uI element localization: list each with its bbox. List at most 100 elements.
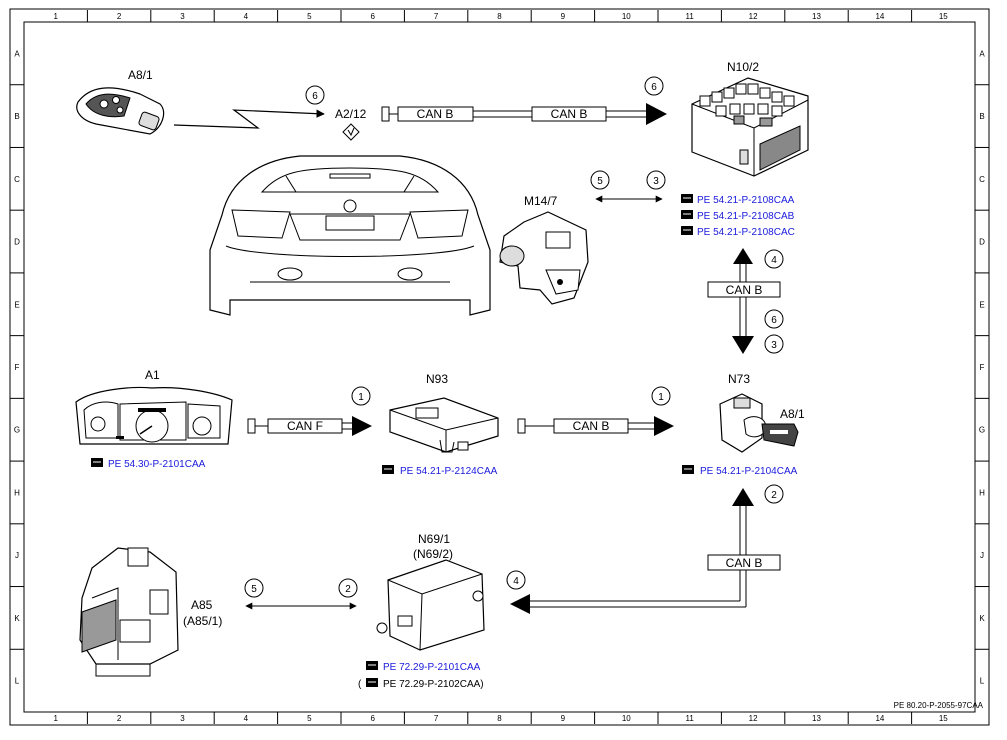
- grid-row-label: L: [980, 677, 985, 686]
- step-circle-motor-right: 3: [646, 170, 666, 190]
- can-f-bus: [247, 416, 372, 436]
- ref-icon-n10-3: [681, 226, 693, 235]
- grid-column-label: 8: [497, 12, 502, 21]
- inner-frame: [23, 21, 976, 713]
- grid-row-label: F: [15, 363, 20, 372]
- ref-link-a1[interactable]: PE 54.30-P-2101CAA: [108, 459, 206, 470]
- grid-column-label: 5: [307, 12, 312, 21]
- grid-column-label: 12: [749, 12, 758, 21]
- ref-link-n93[interactable]: PE 54.21-P-2124CAA: [400, 466, 498, 477]
- grid-row-label: G: [979, 426, 985, 435]
- lock-unit-label: A85: [191, 598, 213, 612]
- svg-text:3: 3: [653, 176, 659, 187]
- grid-column-label: 4: [244, 714, 249, 723]
- antenna-label: A2/12: [335, 107, 367, 121]
- grid-row-label: E: [979, 300, 984, 309]
- ref-icon-n69-2: [366, 678, 378, 687]
- n10-module-illustration: [691, 77, 809, 177]
- ref-link-n69-2[interactable]: PE 72.29-P-2102CAA): [383, 679, 484, 690]
- grid-column-label: 6: [370, 714, 375, 723]
- step-circle-motor-left: 5: [590, 170, 610, 190]
- step-circle-vert-lower: 3: [764, 334, 784, 354]
- grid-column-label: 15: [939, 12, 948, 21]
- grid-row-label: H: [979, 488, 985, 497]
- svg-text:2: 2: [345, 584, 351, 595]
- svg-text:1: 1: [658, 392, 664, 403]
- grid-column-label: 7: [434, 12, 439, 21]
- motor-label: M14/7: [524, 194, 558, 208]
- bottom-right-can-label: CAN B: [726, 556, 763, 570]
- antenna-symbol-icon: [342, 123, 360, 141]
- grid-column-label: 1: [53, 714, 58, 723]
- grid-column-label: 3: [180, 714, 185, 723]
- ref-icon-n93: [382, 465, 394, 474]
- ref-link-n73[interactable]: PE 54.21-P-2104CAA: [700, 466, 798, 477]
- top-can-label-left: CAN B: [417, 107, 454, 121]
- grid-column-label: 12: [749, 714, 758, 723]
- n69-alt-label: (N69/2): [413, 547, 453, 561]
- grid-column-label: 5: [307, 714, 312, 723]
- grid-row-label: B: [979, 112, 984, 121]
- ref-icon-n73: [682, 465, 694, 474]
- n73-label: N73: [728, 372, 750, 386]
- svg-text:1: 1: [358, 392, 364, 403]
- ref-icon-n69-1: [366, 661, 378, 670]
- key-fob-label: A8/1: [128, 68, 153, 82]
- grid-row-label: K: [14, 614, 20, 623]
- grid-row-label: E: [14, 300, 19, 309]
- svg-text:4: 4: [771, 255, 777, 266]
- n93-can-label: CAN B: [573, 419, 610, 433]
- step-circle-n73-up: 2: [764, 484, 784, 504]
- grid-column-label: 9: [561, 714, 566, 723]
- right-vertical-can-label: CAN B: [726, 283, 763, 297]
- grid-column-label: 10: [622, 714, 631, 723]
- grid-column-label: 2: [117, 12, 122, 21]
- grid-row-label: A: [14, 49, 20, 58]
- grid-column-label: 2: [117, 714, 122, 723]
- car-rear-illustration: [209, 155, 491, 316]
- svg-text:3: 3: [771, 340, 777, 351]
- grid-column-label: 10: [622, 12, 631, 21]
- grid-row-label: B: [14, 112, 19, 121]
- step-circle-cluster-arrow: 1: [351, 386, 371, 406]
- ref-link-n10-2[interactable]: PE 54.21-P-2108CAB: [697, 211, 795, 222]
- motor-illustration: [499, 211, 589, 305]
- outer-frame: [9, 8, 990, 726]
- ref-link-n10-1[interactable]: PE 54.21-P-2108CAA: [697, 195, 795, 206]
- ref-link-n10-3[interactable]: PE 54.21-P-2108CAC: [697, 227, 795, 238]
- grid-column-label: 13: [812, 714, 821, 723]
- step-circle-a85-left: 5: [244, 578, 264, 598]
- instrument-cluster-illustration: [75, 386, 233, 445]
- ignition-switch-illustration: [719, 393, 799, 453]
- n93-module-illustration: [389, 397, 499, 453]
- n10-label: N10/2: [727, 60, 759, 74]
- footer-code: PE 80.20-P-2055-97CAA: [894, 701, 984, 710]
- grid-column-label: 11: [686, 714, 695, 723]
- grid-column-label: 7: [434, 714, 439, 723]
- grid-row-label: C: [14, 175, 20, 184]
- grid-column-label: 14: [875, 12, 884, 21]
- ref-link-n69-1[interactable]: PE 72.29-P-2101CAA: [383, 662, 481, 673]
- key-fob-illustration: [76, 87, 165, 135]
- grid-column-label: 13: [812, 12, 821, 21]
- lock-unit-alt-label: (A85/1): [183, 614, 222, 628]
- step-circle-n10-arrow: 6: [644, 76, 664, 96]
- step-circle-vert-upper: 4: [764, 249, 784, 269]
- grid-row-label: F: [980, 363, 985, 372]
- step-circle-n69-arrow: 4: [506, 570, 526, 590]
- grid-column-label: 6: [370, 12, 375, 21]
- grid-column-label: 1: [53, 12, 58, 21]
- grid-row-label: H: [14, 488, 20, 497]
- ref-icon-a1: [91, 458, 103, 467]
- grid-column-label: 11: [686, 12, 695, 21]
- step-circle-vert-mid: 6: [764, 309, 784, 329]
- grid-column-label: 4: [244, 12, 249, 21]
- lock-unit-illustration: [79, 547, 179, 677]
- ref-icon-n10-2: [681, 210, 693, 219]
- bottom-right-can-bus: [510, 488, 781, 614]
- right-vertical-can-bus: [707, 248, 781, 354]
